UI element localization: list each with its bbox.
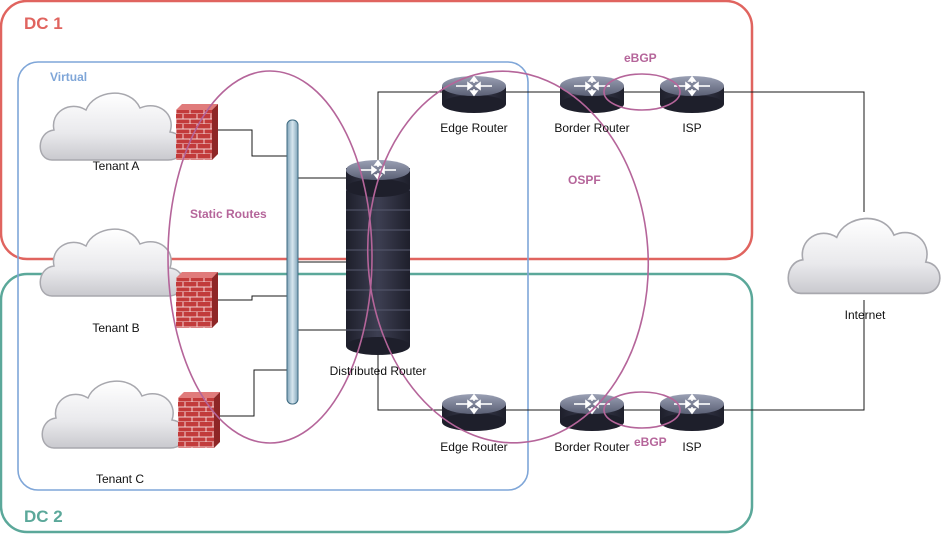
tenant-c-label: Tenant C	[96, 472, 144, 486]
ebgp-top-label: eBGP	[624, 51, 657, 65]
distributed-router-icon	[345, 159, 411, 355]
static-routes-label: Static Routes	[190, 207, 267, 221]
connection-lines	[216, 91, 865, 417]
router-icon	[559, 393, 625, 432]
isp-top-label: ISP	[682, 121, 701, 135]
cloud-icon	[39, 92, 185, 161]
router-icon	[441, 393, 507, 432]
edge-router-top-label: Edge Router	[440, 121, 507, 135]
distributed-router-label: Distributed Router	[330, 364, 427, 378]
dc1-title: DC 1	[24, 14, 63, 33]
internet-cloud-icon	[787, 217, 941, 295]
firewall-icon	[176, 104, 218, 160]
ebgp-bottom-region	[603, 391, 681, 429]
dc2-title: DC 2	[24, 507, 63, 526]
internet-label: Internet	[845, 308, 886, 322]
border-router-top-label: Border Router	[554, 121, 629, 135]
firewall-icon	[178, 392, 220, 448]
tenant-b-label: Tenant B	[92, 321, 139, 335]
cloud-icon	[41, 380, 187, 449]
router-icon	[559, 75, 625, 114]
router-icon	[659, 75, 725, 114]
firewall-icon	[176, 272, 218, 328]
isp-bottom-label: ISP	[682, 440, 701, 454]
edge-router-bottom-label: Edge Router	[440, 440, 507, 454]
switch-icon	[286, 119, 299, 405]
ebgp-bottom-label: eBGP	[634, 435, 667, 449]
virtual-label: Virtual	[50, 70, 87, 84]
ospf-label: OSPF	[568, 173, 601, 187]
static-routes-region	[167, 70, 373, 444]
ospf-region	[366, 70, 650, 444]
protocol-regions	[167, 70, 681, 444]
border-router-bottom-label: Border Router	[554, 440, 629, 454]
virtual-boundary	[17, 61, 529, 491]
ebgp-top-region	[603, 73, 681, 111]
tenant-a-label: Tenant A	[93, 159, 140, 173]
router-icon	[441, 75, 507, 114]
router-icon	[659, 393, 725, 432]
cloud-icon	[39, 228, 185, 297]
